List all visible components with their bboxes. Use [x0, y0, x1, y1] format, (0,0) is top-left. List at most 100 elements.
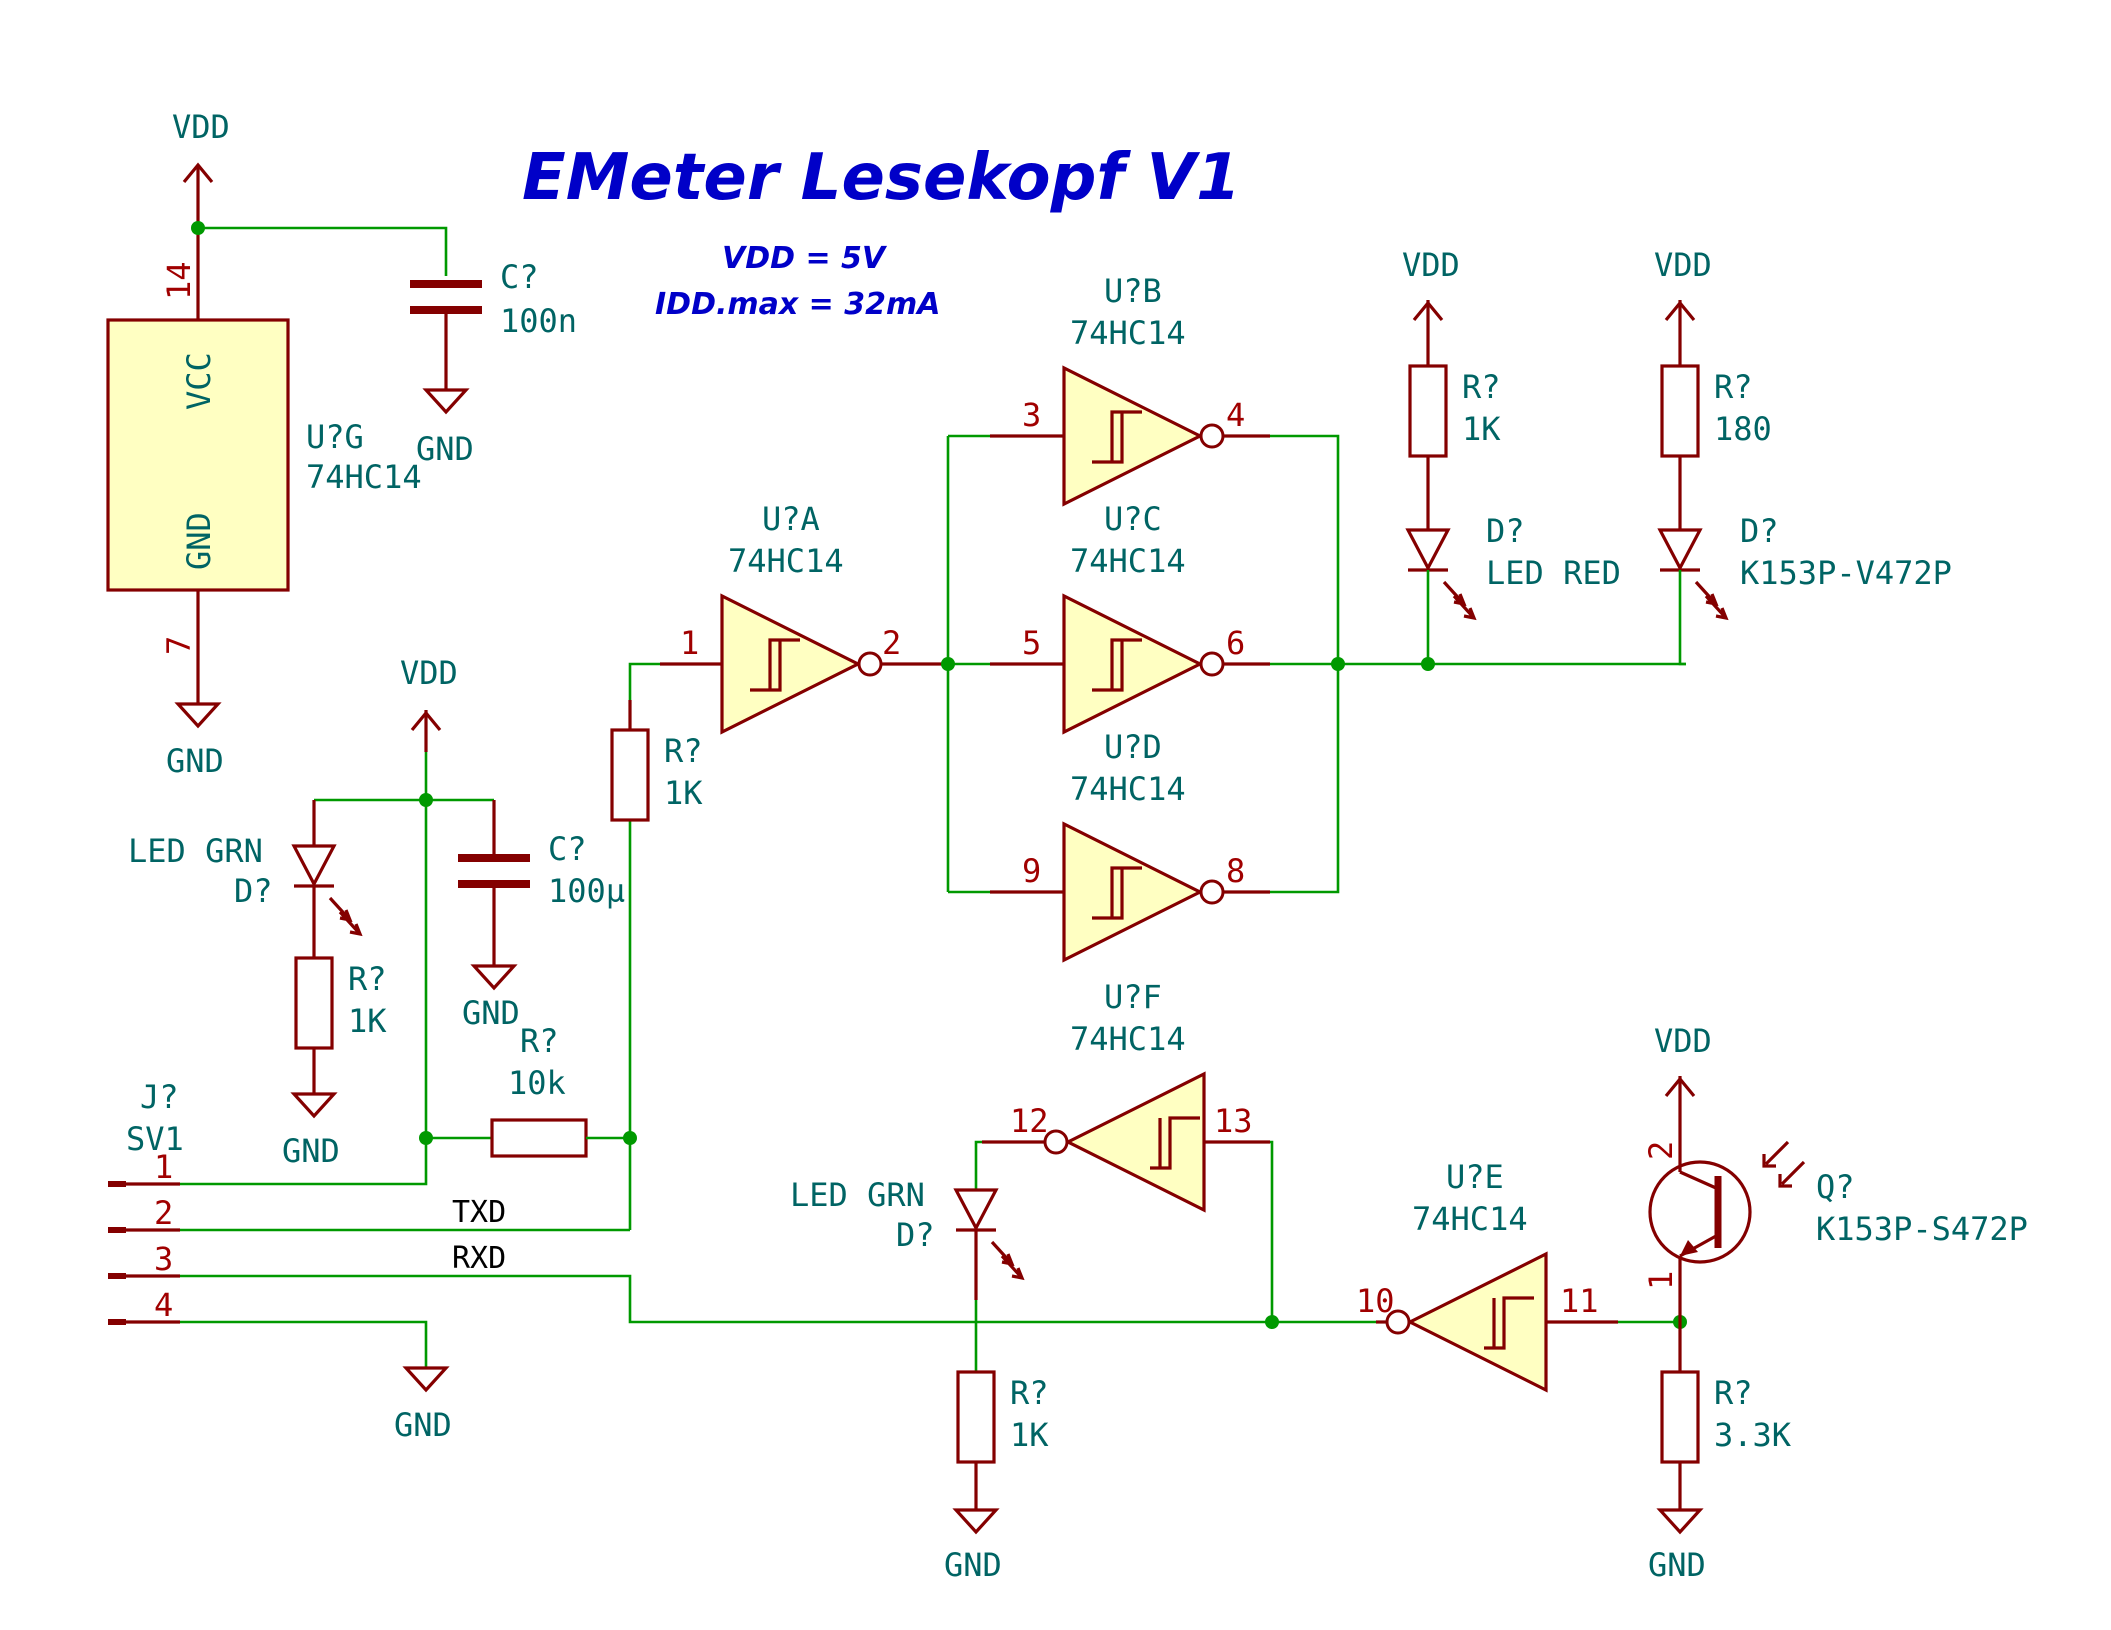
inverter-uf: 13 12 U?F 74HC14 — [982, 978, 1270, 1213]
svg-text:U?C: U?C — [1104, 500, 1162, 538]
resistor-led-rx: R? 1K — [956, 1370, 1049, 1510]
led-ir: D? K153P-V472P — [1657, 512, 1952, 621]
svg-text:J?: J? — [140, 1078, 179, 1116]
inverter-ue: 11 10 U?E 74HC14 — [1356, 1158, 1618, 1393]
svg-text:D?: D? — [1486, 512, 1525, 550]
gnd-symbol: GND — [394, 1366, 452, 1444]
svg-text:10k: 10k — [508, 1064, 566, 1102]
svg-text:12: 12 — [1010, 1102, 1049, 1140]
svg-text:VDD: VDD — [400, 654, 458, 692]
svg-text:2: 2 — [882, 624, 901, 662]
svg-text:Q?: Q? — [1816, 1168, 1855, 1206]
svg-text:1K: 1K — [1010, 1416, 1049, 1454]
svg-text:100n: 100n — [500, 302, 577, 340]
svg-text:1K: 1K — [664, 774, 703, 812]
svg-text:1: 1 — [680, 624, 699, 662]
svg-text:U?B: U?B — [1104, 272, 1162, 310]
vdd-symbol: VDD — [400, 654, 458, 752]
schematic-title: EMeter Lesekopf V1 — [522, 141, 1241, 215]
led-green-rx: LED GRN D? — [790, 1176, 1025, 1300]
vdd-symbol: VDD — [1654, 246, 1712, 366]
net-txd: TXD — [452, 1195, 506, 1230]
svg-text:R?: R? — [348, 960, 387, 998]
wire-uf-input — [1270, 1140, 1274, 1322]
svg-text:13: 13 — [1214, 1102, 1253, 1140]
wire-to-ua — [628, 662, 660, 700]
inverter-uc: 5 6 U?C 74HC14 — [990, 500, 1270, 735]
resistor-led-red: R? 1K — [1408, 364, 1501, 530]
svg-text:D?: D? — [234, 872, 273, 910]
svg-text:D?: D? — [1740, 512, 1779, 550]
connector-j: J? SV1 1 2 3 4 — [108, 1078, 184, 1325]
junction — [191, 221, 205, 235]
resistor-ir-led: R? 180 — [1660, 364, 1772, 530]
resistor-led-green: R? 1K — [294, 956, 387, 1094]
junction — [1265, 1315, 1279, 1329]
svg-text:GND: GND — [944, 1546, 1002, 1584]
phototransistor-q: 2 1 Q? K153P-S472P — [1642, 1140, 2028, 1322]
svg-text:6: 6 — [1226, 624, 1245, 662]
svg-text:C?: C? — [500, 258, 539, 296]
led-green-status: LED GRN D? — [128, 800, 363, 958]
junction — [1331, 657, 1345, 671]
svg-text:U?A: U?A — [762, 500, 820, 538]
svg-text:LED RED: LED RED — [1486, 554, 1621, 592]
led-red: D? LED RED — [1405, 512, 1621, 621]
svg-text:74HC14: 74HC14 — [1070, 1020, 1186, 1058]
svg-text:180: 180 — [1714, 410, 1772, 448]
svg-text:1K: 1K — [1462, 410, 1501, 448]
inverter-ud: 9 8 U?D 74HC14 — [990, 728, 1270, 963]
resistor-input: R? 1K — [610, 700, 703, 822]
pin-gnd-number: 7 — [160, 636, 198, 655]
svg-text:GND: GND — [416, 430, 474, 468]
svg-text:GND: GND — [394, 1406, 452, 1444]
capacitor-c2: C? 100µ — [458, 800, 625, 966]
svg-text:1: 1 — [154, 1148, 173, 1186]
wire-pin4-gnd — [180, 1320, 428, 1368]
gnd-symbol: GND — [166, 702, 224, 780]
svg-text:R?: R? — [520, 1022, 559, 1060]
ic-ref: U?G — [306, 418, 364, 456]
svg-text:74HC14: 74HC14 — [1070, 542, 1186, 580]
gnd-symbol: GND — [462, 964, 520, 1032]
vdd-symbol: VDD — [1654, 1022, 1712, 1140]
svg-text:74HC14: 74HC14 — [1070, 770, 1186, 808]
svg-text:11: 11 — [1560, 1282, 1599, 1320]
ic-body — [106, 318, 290, 592]
gnd-symbol: GND — [282, 1092, 340, 1170]
svg-text:4: 4 — [154, 1286, 173, 1324]
svg-text:GND: GND — [282, 1132, 340, 1170]
vdd-symbol: VDD — [172, 108, 230, 228]
gnd-symbol: GND — [416, 388, 474, 468]
svg-text:3: 3 — [154, 1240, 173, 1278]
svg-text:GND: GND — [462, 994, 520, 1032]
ic-value: 74HC14 — [306, 458, 422, 496]
svg-text:U?E: U?E — [1446, 1158, 1504, 1196]
svg-text:GND: GND — [1648, 1546, 1706, 1584]
ic-power-unit: 14 7 VCC GND U?G 74HC14 — [106, 228, 422, 704]
pin-vcc-number: 14 — [160, 261, 198, 300]
svg-text:U?F: U?F — [1104, 978, 1162, 1016]
wire-pin1-vdd — [180, 1138, 428, 1186]
capacitor-c1: C? 100n — [410, 258, 577, 390]
inverter-ua: 1 2 U?A 74HC14 — [660, 500, 944, 735]
svg-text:5: 5 — [1022, 624, 1041, 662]
gnd-symbol: GND — [944, 1508, 1002, 1584]
wire-vdd-c1 — [198, 226, 448, 276]
note-idd: IDD.max = 32mA — [655, 287, 940, 322]
svg-text:K153P-V472P: K153P-V472P — [1740, 554, 1952, 592]
svg-text:R?: R? — [1462, 368, 1501, 406]
svg-text:LED GRN: LED GRN — [128, 832, 263, 870]
svg-text:C?: C? — [548, 830, 587, 868]
pin-vcc-name: VCC — [180, 352, 218, 410]
svg-text:VDD: VDD — [172, 108, 230, 146]
svg-text:74HC14: 74HC14 — [1070, 314, 1186, 352]
wire-rxd — [180, 1274, 1376, 1324]
note-vdd: VDD = 5V — [722, 241, 888, 276]
wire-parallel-inputs — [944, 434, 990, 894]
svg-text:R?: R? — [664, 732, 703, 770]
wire-uf-output — [974, 1140, 982, 1190]
svg-text:4: 4 — [1226, 396, 1245, 434]
svg-text:VDD: VDD — [1402, 246, 1460, 284]
